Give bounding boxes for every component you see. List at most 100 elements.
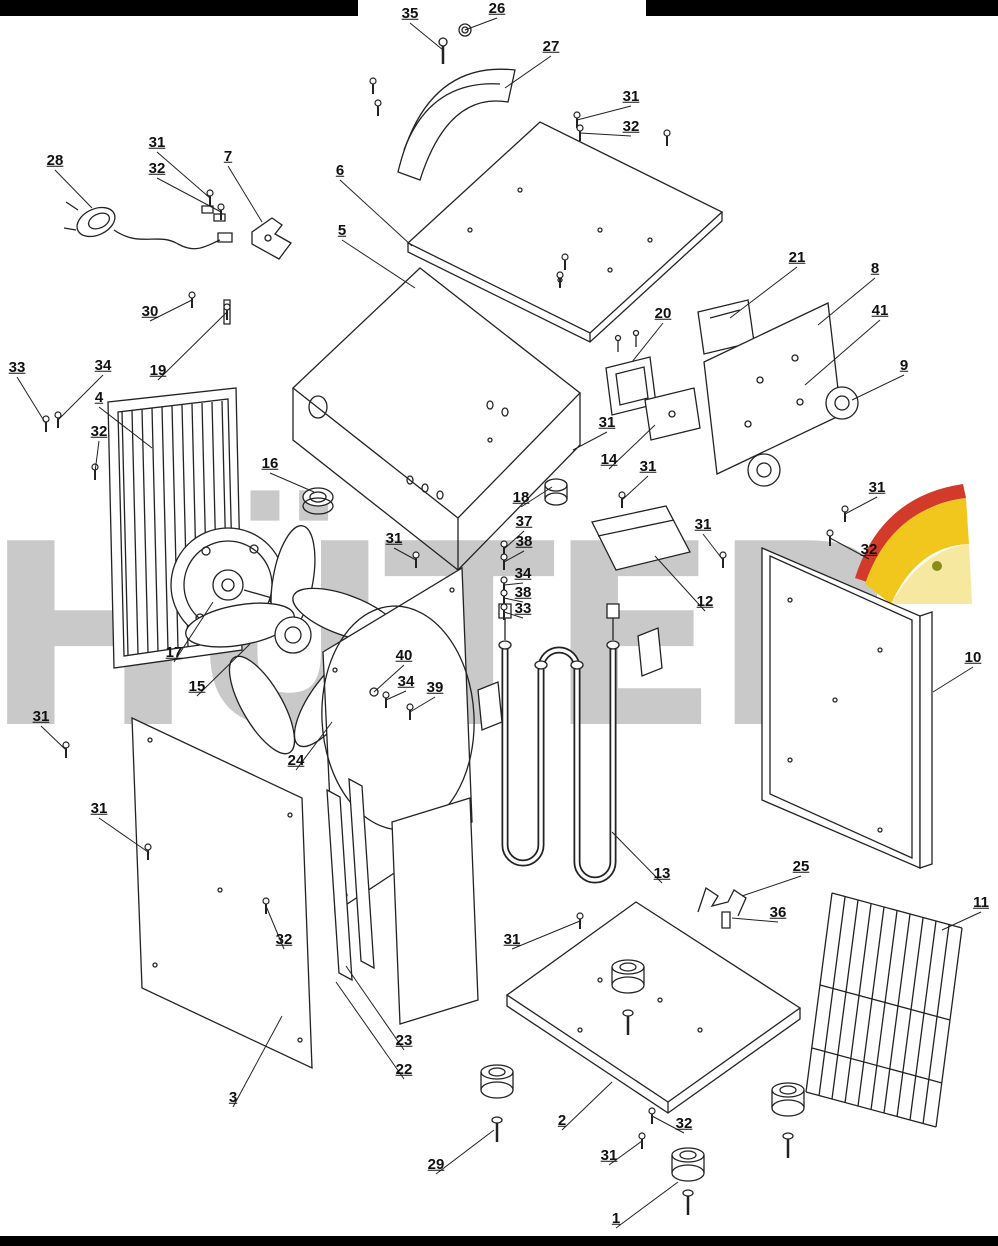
page-edge-top-left — [0, 0, 358, 16]
page-edge-bottom — [0, 1236, 998, 1246]
leader-line — [504, 551, 524, 562]
heating-element — [478, 604, 662, 880]
leader-line — [157, 152, 210, 198]
huter-logo-swoosh — [845, 482, 975, 627]
leader-line — [933, 667, 973, 692]
cap-grommet — [303, 488, 333, 514]
small-plate — [645, 388, 700, 440]
leader-line — [609, 1141, 642, 1165]
leader-line — [609, 425, 655, 469]
screws-layer — [43, 78, 848, 1149]
leader-line — [632, 323, 663, 362]
leader-line — [95, 441, 99, 472]
leader-line — [652, 1116, 684, 1133]
right-side-panel — [762, 548, 932, 868]
leader-line — [296, 722, 332, 770]
logo-yellow-swoosh — [865, 498, 969, 604]
screw — [224, 304, 230, 320]
leader-line — [512, 921, 580, 949]
leader-line — [622, 476, 648, 500]
base-plate — [507, 902, 800, 1113]
screw — [501, 604, 507, 620]
leader-line — [830, 538, 869, 559]
leader-line — [504, 598, 523, 602]
leader-line — [612, 832, 662, 883]
leader-line — [336, 982, 404, 1079]
logo-pale-swoosh — [891, 544, 972, 604]
leader-line — [504, 531, 524, 549]
side-plate — [704, 303, 841, 474]
screw — [577, 125, 583, 141]
leader-line — [340, 180, 412, 246]
leader-line — [562, 1082, 612, 1130]
power-cord — [64, 202, 232, 249]
leader-line — [703, 534, 723, 560]
leader-line — [55, 170, 92, 208]
screw — [145, 844, 151, 860]
leader-lines-layer — [17, 18, 981, 1228]
leader-line — [394, 548, 416, 560]
screw — [263, 898, 269, 914]
leader-line — [233, 1016, 282, 1107]
bent-bracket — [592, 506, 690, 570]
rubber-foot — [481, 1065, 513, 1142]
leader-line — [573, 432, 607, 450]
leader-line — [942, 912, 981, 930]
leader-line — [742, 876, 801, 896]
screw — [562, 254, 568, 270]
wire-grille — [806, 893, 962, 1127]
screw — [557, 272, 563, 288]
support-bracket — [698, 888, 746, 928]
logo-red-stripe — [855, 484, 966, 584]
top-cover-panel — [408, 122, 722, 342]
rear-housing — [293, 268, 580, 570]
leader-line — [174, 602, 213, 662]
leader-line — [99, 407, 152, 448]
screw — [375, 100, 381, 116]
leader-line — [17, 377, 46, 424]
leader-line — [374, 665, 404, 692]
leader-line — [386, 691, 406, 700]
leader-line — [732, 918, 778, 922]
screw — [827, 530, 833, 546]
screw — [649, 1108, 655, 1124]
leader-line — [436, 1130, 494, 1174]
leader-line — [465, 18, 497, 30]
mounting-strips — [327, 779, 478, 1024]
screw — [370, 78, 376, 94]
leader-line — [845, 497, 877, 514]
screw — [639, 1133, 645, 1149]
leader-line — [346, 966, 404, 1050]
leader-line — [342, 240, 415, 288]
leader-line — [410, 23, 443, 50]
leader-line — [266, 906, 284, 949]
rubber-foot — [772, 1083, 804, 1158]
small-cylinder — [545, 479, 567, 505]
leader-line — [521, 487, 552, 507]
leader-line — [158, 312, 227, 380]
screw — [664, 130, 670, 146]
page-edge-top-right — [646, 0, 998, 16]
rubber-foot — [672, 1148, 704, 1215]
leader-line — [805, 320, 880, 385]
leader-line — [730, 267, 797, 318]
leader-line — [505, 56, 551, 88]
leader-line — [150, 300, 192, 321]
leader-line — [504, 583, 523, 585]
cord-bracket — [224, 218, 291, 324]
front-left-panel — [132, 718, 312, 1068]
leader-line — [655, 556, 705, 611]
screw — [577, 913, 583, 929]
logo-olive-dot — [932, 561, 942, 571]
rubber-feet — [748, 387, 858, 486]
rubber-foot — [612, 960, 644, 1035]
leader-line — [197, 644, 250, 696]
leader-line — [41, 726, 66, 750]
screw — [501, 590, 507, 606]
leader-line — [580, 133, 631, 136]
leader-line — [852, 375, 904, 400]
leader-line — [504, 612, 523, 618]
leader-line — [818, 278, 875, 325]
